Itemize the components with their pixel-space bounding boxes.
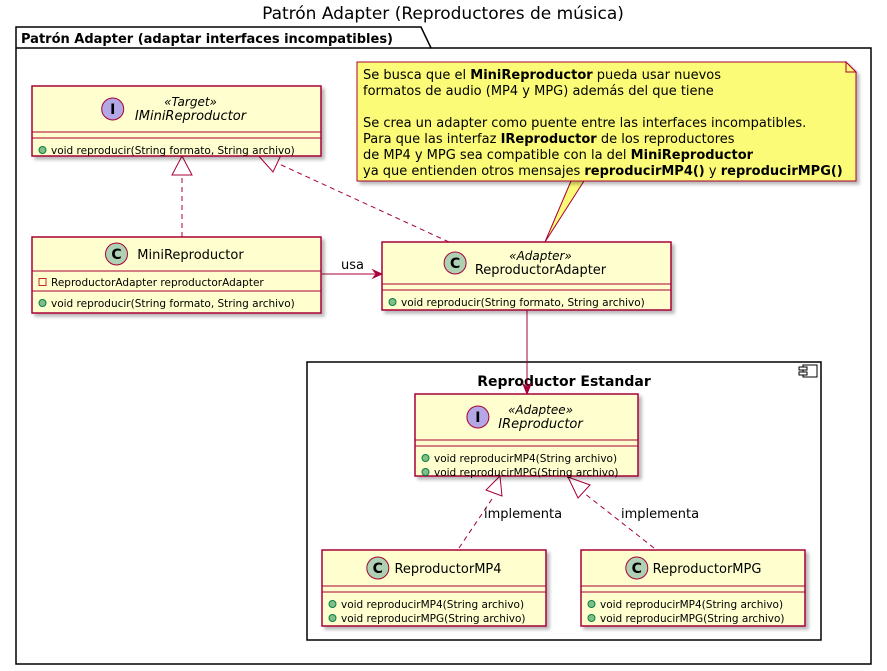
class-method: void reproducirMP4(String archivo) (341, 599, 524, 611)
public-visibility-icon (38, 146, 47, 154)
relation-labels: usa implementa implementa (341, 258, 699, 522)
implementa-right-label: implementa (621, 507, 699, 522)
class-name: MiniReproductor (137, 248, 244, 263)
class-method: void reproducirMP4(String archivo) (434, 453, 617, 465)
public-visibility-icon (587, 600, 596, 608)
class-target: I «Target»IMiniReproductor void reproducir… (31, 85, 322, 157)
class-mpg: C ReproductorMPG void reproducirMP4(String… (580, 549, 806, 627)
class-name: IReproductor (498, 417, 584, 432)
note-bold-span: MiniReproductor (631, 148, 754, 163)
note-line: ya que entienden otros mensajes reproduc… (363, 164, 843, 179)
adapter-to-target-line (276, 162, 450, 243)
public-visibility-icon (328, 614, 337, 622)
class-method: void reproducirMPG(String archivo) (600, 613, 785, 625)
mp4-to-adaptee-arrowhead (485, 474, 503, 497)
note-bold-span: reproducirMP4() (584, 164, 704, 179)
class-method: void reproducir(String formato, String a… (51, 145, 295, 157)
class-field: ReproductorAdapter reproductorAdapter (51, 277, 264, 289)
interface-badge-icon (101, 97, 125, 121)
badge-letter: C (450, 256, 460, 272)
note-span: formatos de audio (MP4 y MPG) además del… (363, 84, 714, 99)
note-line: Se busca que el MiniReproductor pueda us… (363, 68, 721, 83)
class-adaptee: I «Adaptee»IReproductor void reproducirMP4… (414, 393, 639, 479)
implementa-left-label: implementa (484, 507, 562, 522)
package-label: Patrón Adapter (adaptar interfaces incom… (21, 32, 393, 47)
note-span: Se busca que el (363, 68, 470, 83)
interface-badge-icon (466, 405, 490, 429)
public-visibility-icon (388, 298, 397, 306)
class-badge-icon (366, 556, 390, 580)
mpg-to-adaptee-line (583, 492, 655, 549)
note-span: de MP4 y MPG sea compatible con la del (363, 148, 631, 163)
badge-letter: C (632, 561, 642, 577)
note-span: y (705, 164, 721, 179)
class-adapter: C «Adapter»ReproductorAdapter void reprodu… (381, 241, 672, 311)
note-span: de los reproductores (597, 132, 735, 147)
class-name: IMiniReproductor (135, 109, 248, 124)
note-span: ya que entienden otros mensajes (363, 164, 584, 179)
class-method: void reproducirMP4(String archivo) (600, 599, 783, 611)
component-icon (798, 364, 818, 378)
note-span: pueda usar nuevos (593, 68, 722, 83)
badge-letter: I (110, 102, 115, 118)
public-visibility-icon (421, 468, 430, 476)
class-stereotype: «Adaptee» (508, 403, 573, 417)
public-visibility-icon (38, 299, 47, 307)
usa-label: usa (341, 258, 364, 273)
adapter-to-adaptee-arrowhead (521, 382, 533, 396)
note-bold-span: MiniReproductor (470, 68, 593, 83)
note-bold-span: reproducirMPG() (721, 164, 843, 179)
relations (171, 153, 655, 549)
public-visibility-icon (421, 454, 430, 462)
client-to-target-arrowhead (171, 154, 193, 176)
class-mp4: C ReproductorMP4 void reproducirMP4(String… (321, 549, 547, 627)
class-stereotype: «Adapter» (509, 249, 572, 263)
class-method: void reproducir(String formato, String a… (51, 298, 295, 310)
badge-letter: C (111, 247, 121, 263)
class-name: ReproductorMP4 (394, 562, 501, 577)
note-line: formatos de audio (MP4 y MPG) además del… (363, 84, 714, 99)
class-name: ReproductorMPG (653, 562, 762, 577)
mpg-to-adaptee-arrowhead (567, 476, 591, 499)
class-method: void reproducirMPG(String archivo) (341, 613, 526, 625)
class-name: ReproductorAdapter (475, 263, 607, 278)
private-visibility-icon (38, 278, 47, 286)
usa-arrowhead (371, 268, 384, 280)
note: Se busca que el MiniReproductor pueda us… (356, 60, 858, 182)
class-badge-icon (105, 242, 128, 266)
note-line: Para que las interfaz IReproductor de lo… (363, 132, 735, 147)
note-bold-span: IReproductor (501, 132, 598, 147)
class-badge-icon (625, 556, 649, 580)
class-method: void reproducirMPG(String archivo) (434, 467, 619, 479)
class-stereotype: «Target» (164, 95, 217, 109)
class-method: void reproducir(String formato, String a… (401, 297, 645, 309)
note-line: Se crea un adapter como puente entre las… (363, 116, 806, 131)
component-label: Reproductor Estandar (477, 374, 651, 390)
badge-letter: C (373, 561, 383, 577)
note-span: Se crea un adapter como puente entre las… (363, 116, 806, 131)
note-span: Para que las interfaz (363, 132, 501, 147)
class-badge-icon (443, 251, 467, 275)
badge-letter: I (475, 410, 480, 426)
note-line: de MP4 y MPG sea compatible con la del M… (363, 148, 754, 163)
public-visibility-icon (328, 600, 337, 608)
mp4-to-adaptee-line (458, 495, 495, 549)
public-visibility-icon (587, 614, 596, 622)
diagram-title: Patrón Adapter (Reproductores de música) (262, 4, 624, 24)
